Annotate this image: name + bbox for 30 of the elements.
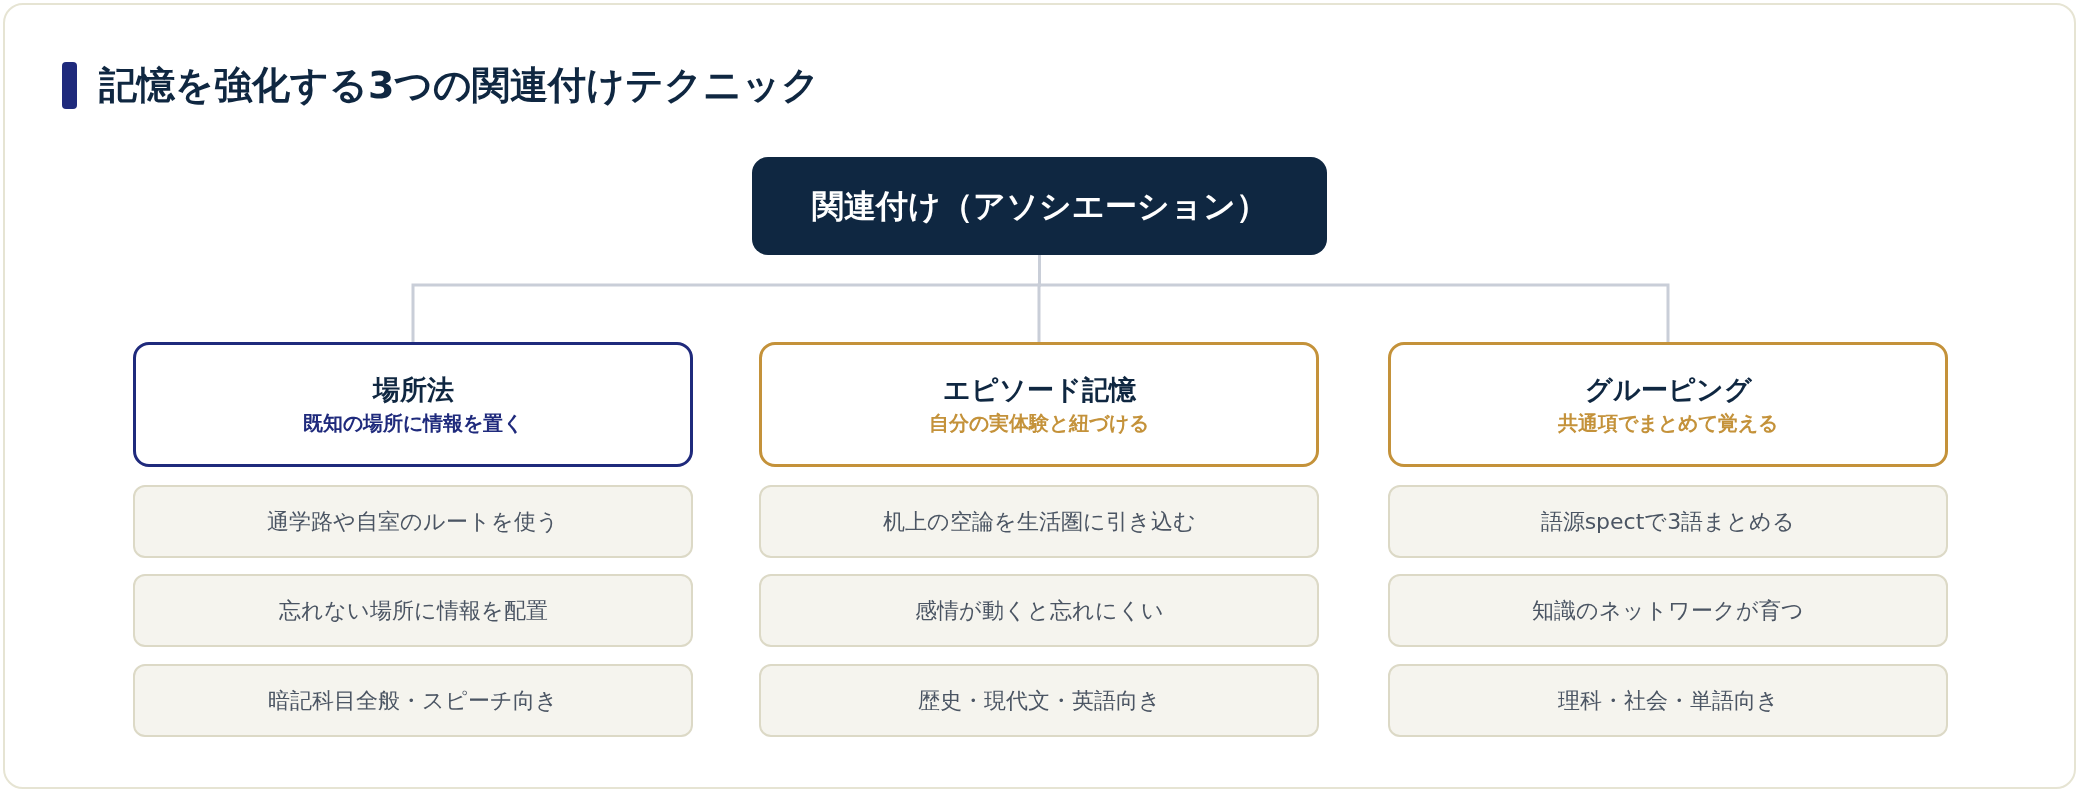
item-text: 机上の空論を生活圏に引き込む [882, 507, 1196, 536]
item-box [1388, 664, 1948, 737]
item-box [1388, 574, 1948, 647]
item-box [133, 574, 693, 647]
item-box [759, 574, 1319, 647]
title: 記憶を強化する3つの関連付けテクニック [99, 62, 821, 109]
category-subtitle: 自分の実体験と紐づける [929, 410, 1149, 436]
item-text: 歴史・現代文・英語向き [917, 686, 1161, 715]
category-box [133, 342, 693, 467]
category-title: エピソード記憶 [942, 373, 1136, 407]
root-label: 関連付け（アソシエーション） [811, 186, 1268, 226]
root-box [752, 157, 1327, 255]
item-text: 理科・社会・単語向き [1557, 686, 1779, 715]
item-box [759, 485, 1319, 558]
item-text: 暗記科目全般・スピーチ向き [268, 686, 558, 715]
category-title: グルーピング [1584, 373, 1752, 407]
item-text: 感情が動くと忘れにくい [914, 596, 1164, 625]
category-title: 場所法 [372, 373, 454, 407]
item-text: 語源spectで3語まとめる [1540, 507, 1796, 536]
item-box [133, 485, 693, 558]
category-box [759, 342, 1319, 467]
item-text: 知識のネットワークが育つ [1532, 596, 1804, 625]
item-box [1388, 485, 1948, 558]
category-subtitle: 既知の場所に情報を置く [303, 410, 523, 436]
item-text: 通学路や自室のルートを使う [267, 507, 559, 536]
category-subtitle: 共通項でまとめて覚える [1558, 410, 1778, 436]
item-text: 忘れない場所に情報を配置 [278, 596, 548, 625]
item-box [759, 664, 1319, 737]
category-box [1388, 342, 1948, 467]
item-box [133, 664, 693, 737]
